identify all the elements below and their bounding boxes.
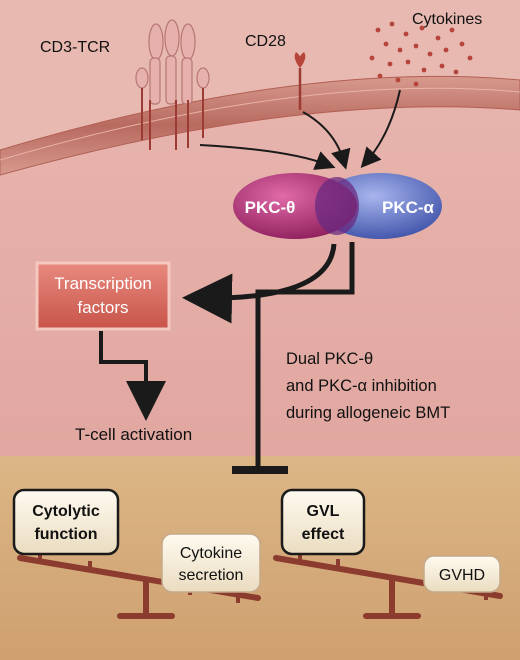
cd3-tcr-receptor-icon: [135, 19, 210, 150]
transcription-factors-label-2: factors: [77, 298, 128, 317]
gvhd-label: GVHD: [439, 567, 485, 584]
cd28-label: CD28: [245, 33, 286, 50]
cytokine-secretion-box: [161, 533, 261, 593]
cd28-receptor-icon: [294, 52, 306, 110]
extracellular-space: [0, 0, 520, 150]
gvhd-box: [423, 555, 501, 593]
inhibition-bar: [232, 466, 288, 474]
cytokine-dots-icon: [369, 21, 473, 87]
inhibition-line: [255, 242, 355, 470]
tcr-to-pkc-arrow: [199, 144, 336, 170]
cytolytic-function-box: [12, 488, 120, 556]
gvl-effect-box: [280, 488, 366, 556]
inhibition-text-2: and PKC-α inhibition: [286, 377, 437, 395]
cytolytic-label-2: function: [34, 526, 97, 543]
gvl-label-1: GVL: [307, 503, 340, 520]
tcell-activation-label: T-cell activation: [75, 425, 192, 444]
transcription-factors-box: [35, 261, 171, 331]
cytokine-secretion-label-2: secretion: [179, 567, 244, 584]
cytolytic-label-1: Cytolytic: [32, 503, 100, 520]
membrane-inner-line: [0, 87, 520, 161]
cytokine-secretion-label-1: Cytokine: [180, 545, 242, 562]
inhibition-text-1: Dual PKC-θ: [286, 350, 373, 368]
transcription-to-activation-arrow: [99, 331, 166, 421]
pkc-overlap: [315, 177, 359, 235]
transcription-factors-label-1: Transcription: [54, 274, 152, 293]
pkc-alpha-label: PKC-α: [382, 198, 435, 217]
pkc-to-transcription-arrow: [182, 243, 337, 324]
cd28-to-pkc-arrow: [302, 111, 351, 170]
pkc-theta-label: PKC-θ: [245, 198, 296, 217]
inhibition-text-3: during allogeneic BMT: [286, 404, 450, 422]
cytokines-label: Cytokines: [412, 11, 482, 28]
gvl-label-2: effect: [302, 526, 345, 543]
cd3-tcr-label: CD3-TCR: [40, 39, 110, 56]
cytokines-to-pkc-arrow: [360, 89, 401, 168]
